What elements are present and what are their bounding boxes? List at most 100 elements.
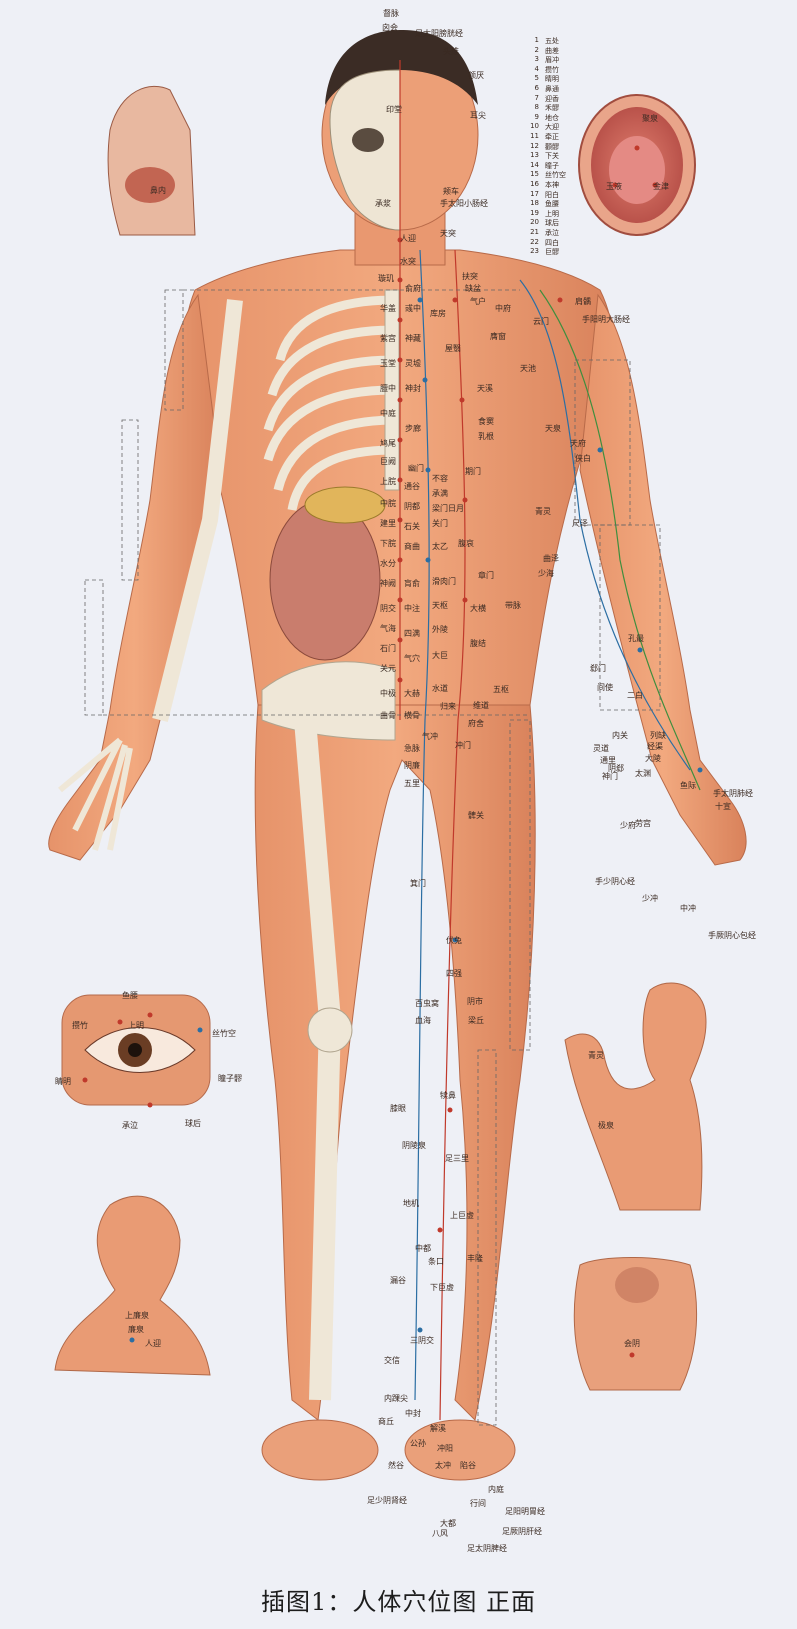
label-zhongfu: 中府	[495, 305, 511, 313]
legend-acupoint: 攒竹	[545, 65, 559, 75]
label-chize: 尺泽	[572, 520, 588, 528]
label-qingling: 青灵	[535, 508, 551, 516]
label-weidao: 维道	[473, 702, 489, 710]
eye-label-cuanzhu: 攒竹	[72, 1022, 88, 1030]
legend-acupoint: 下关	[545, 151, 559, 161]
legend-number: 21	[523, 228, 539, 236]
label-zhongchong: 中冲	[680, 905, 696, 913]
label-yinlingquan: 阴陵泉	[402, 1142, 426, 1150]
mouth-inset	[579, 95, 695, 235]
label-quepen: 缺盆	[465, 285, 481, 293]
label-shidou: 食窦	[478, 418, 494, 426]
label-yinshi: 阴市	[467, 998, 483, 1006]
label-jianyu: 肩髃	[575, 298, 591, 306]
label-fushe: 府舍	[468, 720, 484, 728]
label-large-intestine-meridian: 手阳明大肠经	[582, 316, 630, 324]
legend-acupoint: 睛明	[545, 74, 559, 84]
label-danzhong: 膻中	[380, 385, 396, 393]
label-fenglong: 丰隆	[467, 1255, 483, 1263]
armpit-inset	[565, 983, 706, 1210]
armpit-label-jiquan: 极泉	[598, 1122, 614, 1130]
label-xiangu: 陷谷	[460, 1462, 476, 1470]
label-wushu: 五枢	[493, 686, 509, 694]
legend-acupoint: 鱼腰	[545, 199, 559, 209]
label-xiajuxu: 下巨虚	[430, 1284, 454, 1292]
label-tianshu: 天枢	[432, 602, 448, 610]
label-kidney-meridian: 足少阴肾经	[367, 1497, 407, 1505]
legend-number: 12	[523, 142, 539, 150]
label-renying: 人迎	[400, 235, 416, 243]
label-zhongfeng: 中封	[405, 1410, 421, 1418]
label-dadu: 大都	[440, 1520, 456, 1528]
legend-acupoint: 巨髎	[545, 247, 559, 257]
label-quze: 曲泽	[543, 555, 559, 563]
legend-acupoint: 五处	[545, 36, 559, 46]
label-baichongwo: 百虫窝	[415, 1000, 439, 1008]
label-lingxu: 灵墟	[405, 360, 421, 368]
label-yuzhong: 彧中	[405, 305, 421, 313]
label-shuifen: 水分	[380, 560, 396, 568]
label-shixuan: 十宣	[715, 803, 731, 811]
legend-acupoint: 迎香	[545, 94, 559, 104]
face-label-shanglianquan: 上廉泉	[125, 1312, 149, 1320]
eye-label-chengqi: 承泣	[122, 1122, 138, 1130]
label-rangu: 然谷	[388, 1462, 404, 1470]
legend-acupoint: 阳白	[545, 190, 559, 200]
legend-acupoint: 丝竹空	[545, 170, 566, 180]
label-qugu: 曲骨	[380, 712, 396, 720]
label-jiache: 颊车	[443, 188, 459, 196]
legend-number: 20	[523, 218, 539, 226]
label-futu-leg: 伏兔	[446, 937, 462, 945]
label-tonggu: 通谷	[404, 483, 420, 491]
legend-acupoint: 本神	[545, 180, 559, 190]
eye-label-shangming: 上明	[128, 1022, 144, 1030]
label-juque: 巨阙	[380, 458, 396, 466]
legend-acupoint: 鼻通	[545, 84, 559, 94]
label-liver-meridian: 足厥阴肝经	[502, 1528, 542, 1536]
label-spleen-meridian: 足太阴脾经	[467, 1545, 507, 1553]
label-lougu: 漏谷	[390, 1277, 406, 1285]
legend-number: 18	[523, 199, 539, 207]
label-futu: 扶突	[462, 273, 478, 281]
legend-acupoint: 上明	[545, 209, 559, 219]
label-riyue: 日月	[448, 505, 464, 513]
label-neiting: 内庭	[488, 1486, 504, 1494]
label-taiyi: 太乙	[432, 543, 448, 551]
label-xinhui: 囟会	[382, 24, 398, 32]
label-shuitu: 水突	[400, 258, 416, 266]
eye-label-jingming: 睛明	[55, 1078, 71, 1086]
label-zigong: 紫宫	[380, 335, 396, 343]
label-yutang: 玉堂	[380, 360, 396, 368]
label-shaofu: 少府	[620, 822, 636, 830]
legend-acupoint: 牵正	[545, 132, 559, 142]
label-tianxi: 天溪	[477, 385, 493, 393]
legend-number: 8	[523, 103, 539, 111]
label-yintang: 印堂	[386, 106, 402, 114]
label-tiaokou: 条口	[428, 1258, 444, 1266]
label-daling: 大陵	[645, 755, 661, 763]
label-qihu: 气户	[470, 298, 486, 306]
legend-number: 19	[523, 209, 539, 217]
label-jiuwei: 鸠尾	[380, 440, 396, 448]
label-dumai: 督脉	[383, 10, 399, 18]
eye-label-yuyao: 鱼腰	[122, 992, 138, 1000]
eye-label-tongziliao: 瞳子髎	[218, 1075, 242, 1083]
label-eyan: 额厌	[468, 72, 484, 80]
label-burong: 不容	[432, 475, 448, 483]
label-laogong: 劳宫	[635, 820, 651, 828]
label-chongmen: 冲门	[455, 742, 471, 750]
label-jimai: 急脉	[404, 745, 420, 753]
label-siman: 四满	[404, 630, 420, 638]
label-shenfeng: 神封	[405, 385, 421, 393]
legend-number: 14	[523, 161, 539, 169]
label-taichong: 太冲	[435, 1462, 451, 1470]
label-lingdao: 灵道	[593, 745, 609, 753]
label-biguan: 髀关	[468, 812, 484, 820]
label-shenque: 神阙	[380, 580, 396, 588]
face-label-renying: 人迎	[145, 1340, 161, 1348]
label-shaohai: 少海	[538, 570, 554, 578]
label-sanyinjiao: 三阴交	[410, 1337, 434, 1345]
label-xingjian: 行间	[470, 1500, 486, 1508]
legend-acupoint: 瞳子	[545, 161, 559, 171]
